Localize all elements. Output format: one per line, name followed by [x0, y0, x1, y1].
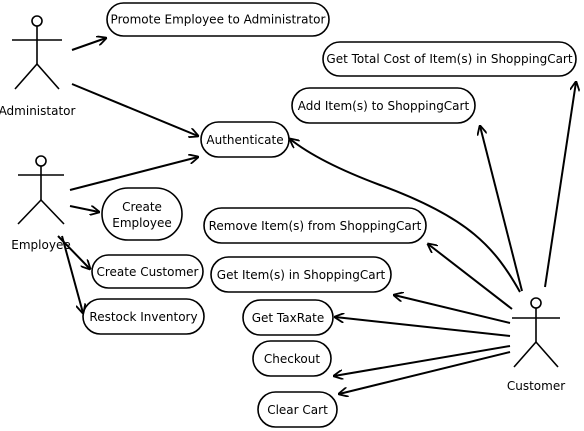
- usecase-label: Create Customer: [97, 265, 199, 279]
- arrow-admin-to-promote: [71, 38, 106, 51]
- usecase-get-items[interactable]: Get Item(s) in ShoppingCart: [210, 256, 392, 293]
- arrow-admin-to-authenticate: [71, 83, 198, 136]
- usecase-promote-employee[interactable]: Promote Employee to Administrator: [106, 2, 330, 37]
- usecase-label: Remove Item(s) from ShoppingCart: [209, 219, 422, 233]
- usecase-label: Restock Inventory: [89, 310, 197, 324]
- usecase-get-total-cost[interactable]: Get Total Cost of Item(s) in ShoppingCar…: [322, 41, 577, 77]
- arrow-customer-to-get-items: [394, 295, 511, 324]
- actor-label-employee: Employee: [11, 238, 70, 252]
- usecase-label-line1: Create: [122, 200, 162, 214]
- stick-figure-icon: [17, 155, 65, 225]
- arrow-customer-to-clear-cart: [339, 351, 511, 394]
- usecase-label: Promote Employee to Administrator: [111, 13, 326, 27]
- usecase-create-customer[interactable]: Create Customer: [91, 254, 204, 289]
- usecase-label-line2: Employee: [112, 216, 171, 230]
- usecase-label: Clear Cart: [267, 403, 328, 417]
- arrow-employee-to-create-employee: [69, 205, 99, 212]
- usecase-label: Get TaxRate: [252, 311, 325, 325]
- usecase-label: Authenticate: [206, 133, 283, 147]
- usecase-authenticate[interactable]: Authenticate: [200, 121, 290, 158]
- usecase-label: Add Item(s) to ShoppingCart: [298, 99, 470, 113]
- usecase-create-employee[interactable]: Create Employee: [101, 187, 183, 241]
- stick-figure-icon: [12, 15, 62, 90]
- actor-label-customer: Customer: [507, 379, 565, 393]
- arrow-customer-to-checkout: [334, 345, 511, 376]
- arrow-customer-to-remove-items: [428, 244, 513, 310]
- usecase-label: Checkout: [264, 352, 320, 366]
- usecase-label: Get Total Cost of Item(s) in ShoppingCar…: [326, 52, 572, 66]
- usecase-checkout[interactable]: Checkout: [252, 340, 332, 377]
- usecase-add-items[interactable]: Add Item(s) to ShoppingCart: [291, 87, 476, 124]
- actor-label-administrator: Administator: [0, 104, 75, 118]
- arrow-customer-to-authenticate: [290, 139, 521, 293]
- arrow-customer-to-taxrate: [335, 317, 511, 337]
- arrow-customer-to-total-cost: [544, 82, 576, 288]
- stick-figure-icon: [512, 297, 560, 368]
- usecase-get-taxrate[interactable]: Get TaxRate: [242, 299, 334, 336]
- usecase-label: Get Item(s) in ShoppingCart: [217, 268, 386, 282]
- arrow-customer-to-add-items: [480, 126, 523, 292]
- actor-administrator[interactable]: Administator: [0, 15, 75, 118]
- actor-employee[interactable]: Employee: [11, 155, 71, 252]
- usecase-remove-items[interactable]: Remove Item(s) from ShoppingCart: [203, 207, 427, 244]
- usecase-restock-inventory[interactable]: Restock Inventory: [82, 298, 205, 335]
- usecase-clear-cart[interactable]: Clear Cart: [257, 391, 338, 428]
- arrow-employee-to-restock: [61, 235, 83, 313]
- actor-customer[interactable]: Customer: [507, 297, 565, 393]
- arrow-employee-to-authenticate: [69, 157, 198, 191]
